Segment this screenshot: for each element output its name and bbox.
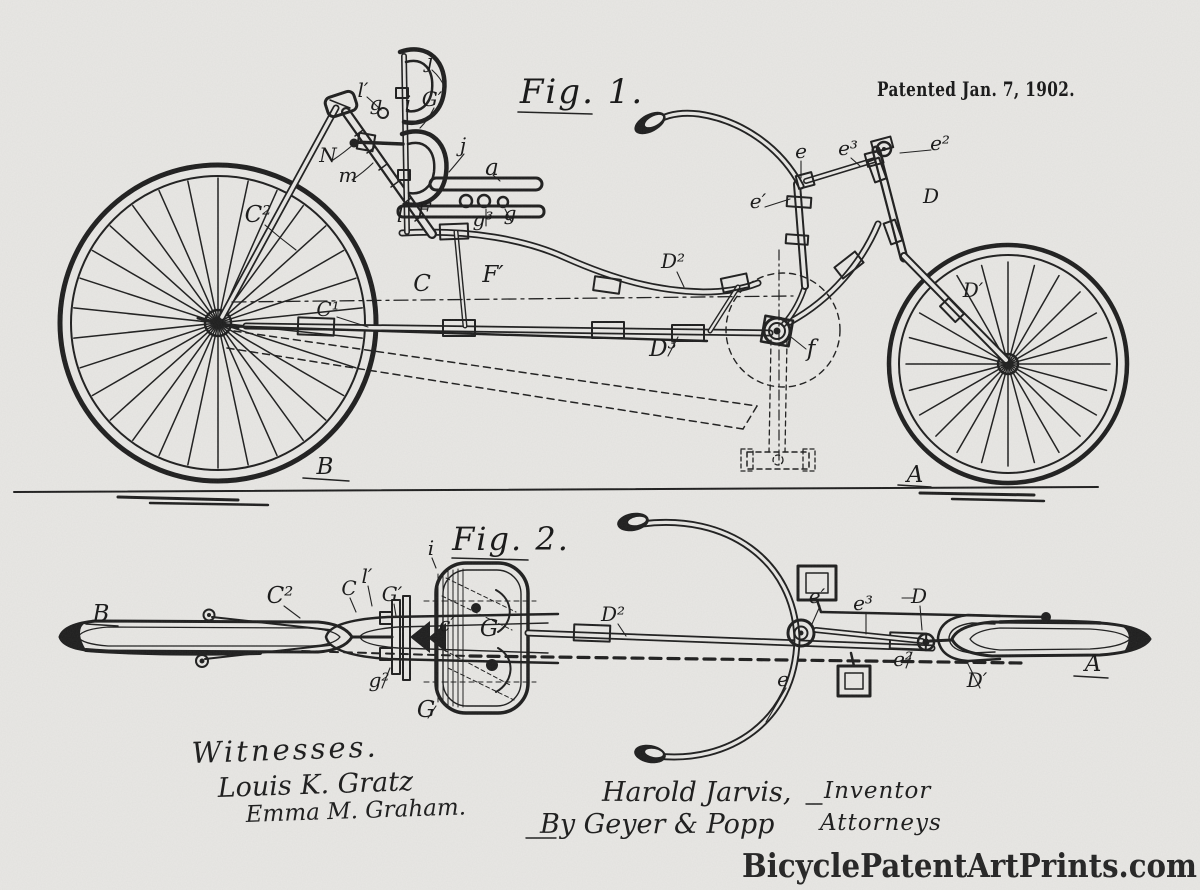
- front-wheel-plan: [928, 613, 1152, 663]
- part-label-l-prime: l′: [362, 564, 373, 588]
- part-label-g: g: [370, 91, 383, 115]
- part-label-e2: e²: [893, 647, 913, 671]
- part-label-B: B: [316, 454, 334, 480]
- fig1-title-group: Fig. 1.: [517, 72, 644, 115]
- part-label-e2: e²: [930, 131, 950, 155]
- part-label-g2nd: g: [504, 201, 517, 225]
- part-label-D-prime: D′: [962, 278, 984, 302]
- watermark-text: BicyclePatentArtPrints.com: [742, 846, 1197, 885]
- part-label-A: A: [1083, 651, 1102, 677]
- part-label-D3: D³: [648, 336, 677, 362]
- signature-block: Witnesses. Louis K. Gratz Emma M. Graham…: [191, 729, 942, 840]
- fig2-drawing: [58, 512, 1152, 764]
- rear-wheel-plan: [58, 608, 394, 668]
- part-label-F: F: [416, 198, 432, 222]
- part-label-C2: C²: [245, 202, 272, 228]
- part-label-e3: e³: [838, 136, 858, 160]
- part-label-D2: D²: [660, 249, 685, 273]
- part-label-i: i: [405, 91, 411, 115]
- rear-wheel: [57, 162, 379, 484]
- part-label-j-lower: j: [456, 133, 466, 157]
- part-label-B: B: [92, 601, 110, 627]
- reference-lines: [226, 295, 794, 430]
- part-label-l-prime: l′: [358, 78, 369, 102]
- attorneys-signature: By Geyer & Popp: [539, 809, 774, 840]
- part-label-D: D: [910, 584, 927, 608]
- part-label-C: C: [341, 576, 356, 600]
- part-label-i: i: [428, 536, 434, 560]
- fig2-title-group: Fig. 2.: [451, 520, 570, 561]
- part-label-G-prime: G′: [382, 582, 403, 606]
- part-label-g3: g³: [473, 207, 494, 231]
- inventor-title: Inventor: [823, 778, 932, 804]
- attorneys-title: Attorneys: [818, 810, 942, 836]
- part-label-G-lower: G: [417, 697, 435, 723]
- fig1-title: Fig. 1.: [519, 72, 644, 112]
- part-label-A: A: [905, 462, 924, 488]
- part-label-e: e: [795, 139, 807, 163]
- ground-line: [13, 486, 1099, 507]
- part-label-F-prime: F′: [481, 262, 504, 288]
- fig1-drawing: [13, 47, 1130, 507]
- part-label-c-prime: c′: [439, 612, 455, 636]
- fig2-leader-lines: [85, 557, 1109, 723]
- witnesses-heading: Witnesses.: [191, 729, 379, 770]
- fig2-title: Fig. 2.: [451, 520, 570, 558]
- part-label-C1: C¹: [316, 297, 339, 321]
- part-label-e-prime: e′: [750, 189, 767, 213]
- part-label-G: G: [480, 616, 498, 642]
- part-label-D-prime: D′: [966, 668, 988, 692]
- part-label-e3: e³: [853, 591, 873, 615]
- part-label-l: l: [397, 203, 403, 227]
- part-label-D: D: [922, 184, 939, 208]
- part-label-m: m: [339, 163, 358, 187]
- part-label-D2: D²: [600, 602, 625, 626]
- part-label-C2: C²: [267, 583, 294, 609]
- part-label-N: N: [318, 143, 338, 167]
- part-label-C: C: [413, 271, 431, 297]
- part-label-f: f: [805, 336, 819, 362]
- part-label-a: a: [485, 155, 499, 181]
- part-label-G-prime: G′: [422, 87, 443, 111]
- inventor-signature: Harold Jarvis,: [601, 777, 791, 808]
- seat-plan: [379, 561, 537, 715]
- part-label-e: e: [777, 667, 789, 691]
- crank-assembly: [725, 249, 841, 472]
- part-label-e-prime: e′: [809, 584, 826, 608]
- patent-date: Patented Jan. 7, 1902.: [877, 77, 1075, 101]
- fig2-part-labels: B C² C l′ G′ i c′ G g² G D² e′ e³ D e e²…: [92, 536, 1102, 723]
- part-label-g2: g²: [369, 668, 390, 692]
